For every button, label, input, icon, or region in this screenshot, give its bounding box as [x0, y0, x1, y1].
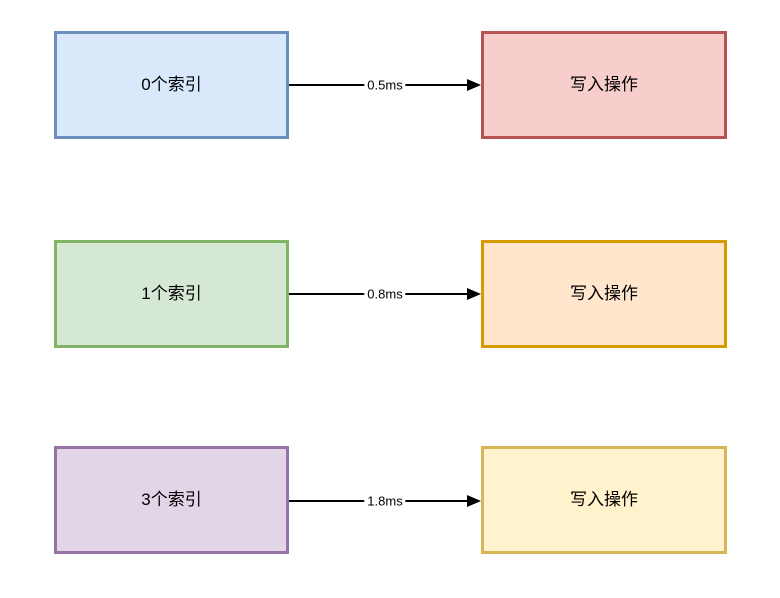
edge-arrow: 1.8ms	[289, 491, 481, 511]
edge-arrow: 0.5ms	[289, 75, 481, 95]
node-index-count-0: 0个索引	[54, 31, 289, 139]
node-write-operation-0: 写入操作	[481, 31, 727, 139]
arrow-head-icon	[467, 495, 481, 507]
node-write-operation-1: 写入操作	[481, 240, 727, 348]
arrow-head-icon	[467, 288, 481, 300]
node-label: 0个索引	[141, 74, 202, 94]
node-write-operation-3: 写入操作	[481, 446, 727, 554]
edge-latency-label: 0.5ms	[364, 77, 406, 93]
node-label: 写入操作	[570, 283, 638, 303]
edge-latency-label: 1.8ms	[364, 493, 406, 509]
node-label: 1个索引	[141, 283, 202, 303]
node-label: 写入操作	[570, 74, 638, 94]
edge-latency-label: 0.8ms	[364, 286, 406, 302]
node-index-count-1: 1个索引	[54, 240, 289, 348]
node-index-count-3: 3个索引	[54, 446, 289, 554]
node-label: 写入操作	[570, 489, 638, 509]
arrow-head-icon	[467, 79, 481, 91]
edge-arrow: 0.8ms	[289, 284, 481, 304]
node-label: 3个索引	[141, 489, 202, 509]
